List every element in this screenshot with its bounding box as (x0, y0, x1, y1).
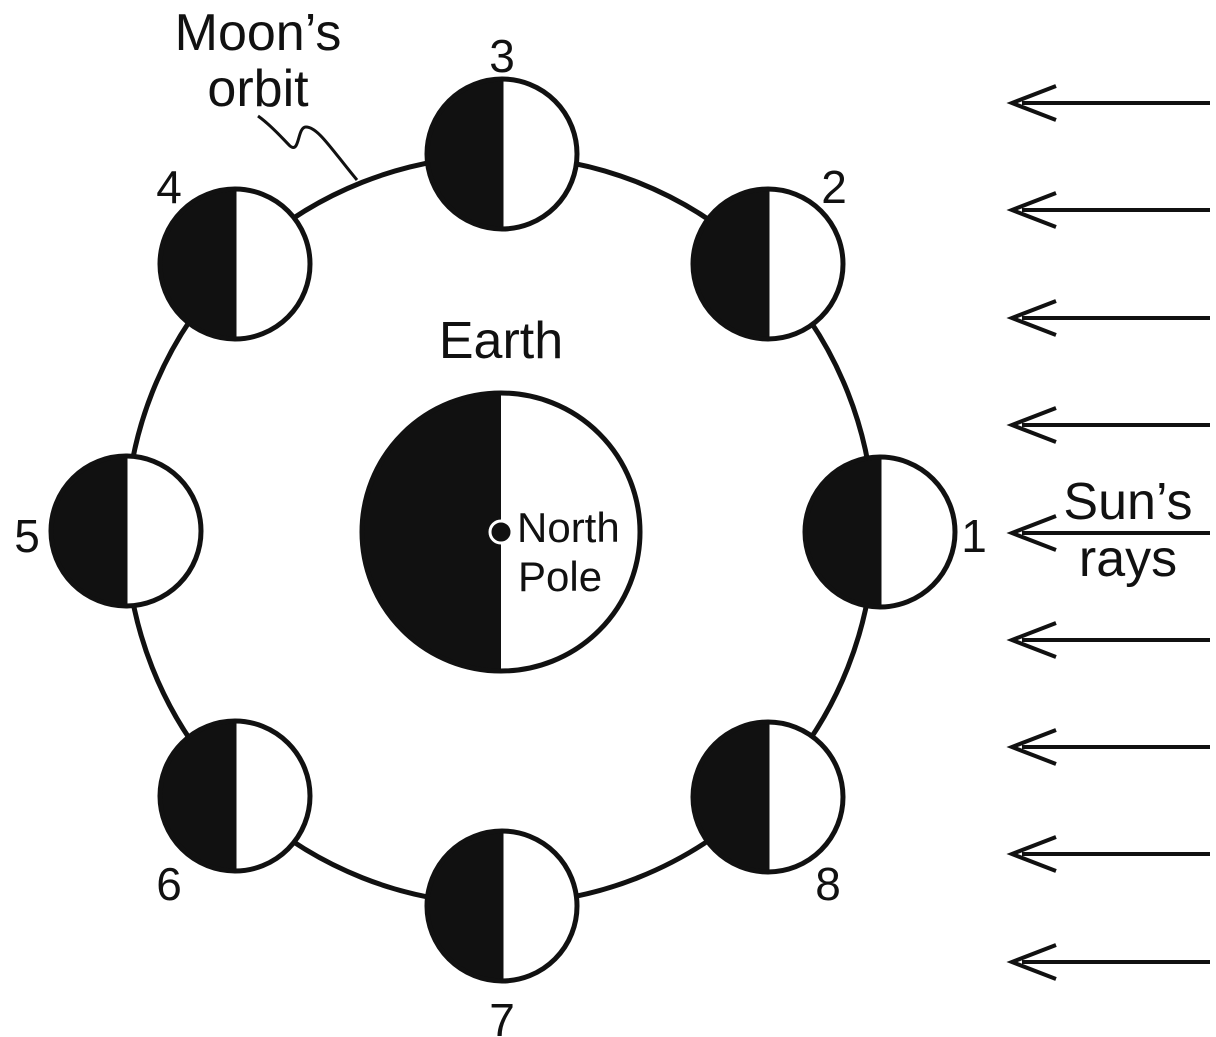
moon-5-number: 5 (14, 510, 40, 562)
sun-rays-label-line1: Sun’s (1063, 473, 1192, 531)
moon-3-dark-half (427, 79, 502, 229)
sun-ray-arrow (1012, 945, 1210, 979)
moon-4: 4 (156, 161, 310, 339)
orbit-label-leader (258, 116, 357, 180)
moon-1: 1 (805, 457, 987, 607)
moon-7: 7 (427, 831, 577, 1037)
moon-5-dark-half (51, 456, 126, 606)
moon-2-number: 2 (821, 161, 847, 213)
sun-rays (1012, 86, 1210, 979)
orbit-label-line2: orbit (207, 60, 309, 118)
moon-3: 3 (427, 30, 577, 229)
orbit-label-line1: Moon’s (175, 4, 342, 62)
moon-2: 2 (693, 161, 847, 339)
moon-2-dark-half (693, 189, 768, 339)
earth-label: Earth (439, 312, 563, 370)
moon-7-number: 7 (489, 994, 515, 1037)
sun-ray-arrow (1012, 301, 1210, 335)
moon-6-dark-half (160, 721, 235, 871)
moon-7-dark-half (427, 831, 502, 981)
earth-dark-half (362, 393, 501, 671)
moon-8: 8 (693, 722, 843, 910)
sun-ray-arrow (1012, 837, 1210, 871)
moon-5: 5 (14, 456, 201, 606)
sun-ray-arrow (1012, 408, 1210, 442)
sun-ray-arrow (1012, 730, 1210, 764)
north-pole-dot (490, 521, 512, 543)
moon-6-number: 6 (156, 858, 182, 910)
moon-6: 6 (156, 721, 310, 910)
moon-3-number: 3 (489, 30, 515, 82)
moon-1-number: 1 (961, 510, 987, 562)
sun-ray-arrow (1012, 86, 1210, 120)
moon-4-number: 4 (156, 161, 182, 213)
north-pole-label-line2: Pole (518, 553, 602, 600)
sun-ray-arrow (1012, 193, 1210, 227)
sun-ray-arrow (1012, 623, 1210, 657)
moon-1-dark-half (805, 457, 880, 607)
north-pole-label-line1: North (517, 504, 620, 551)
moon-8-dark-half (693, 722, 768, 872)
sun-rays-label-line2: rays (1079, 530, 1177, 588)
moon-8-number: 8 (815, 858, 841, 910)
